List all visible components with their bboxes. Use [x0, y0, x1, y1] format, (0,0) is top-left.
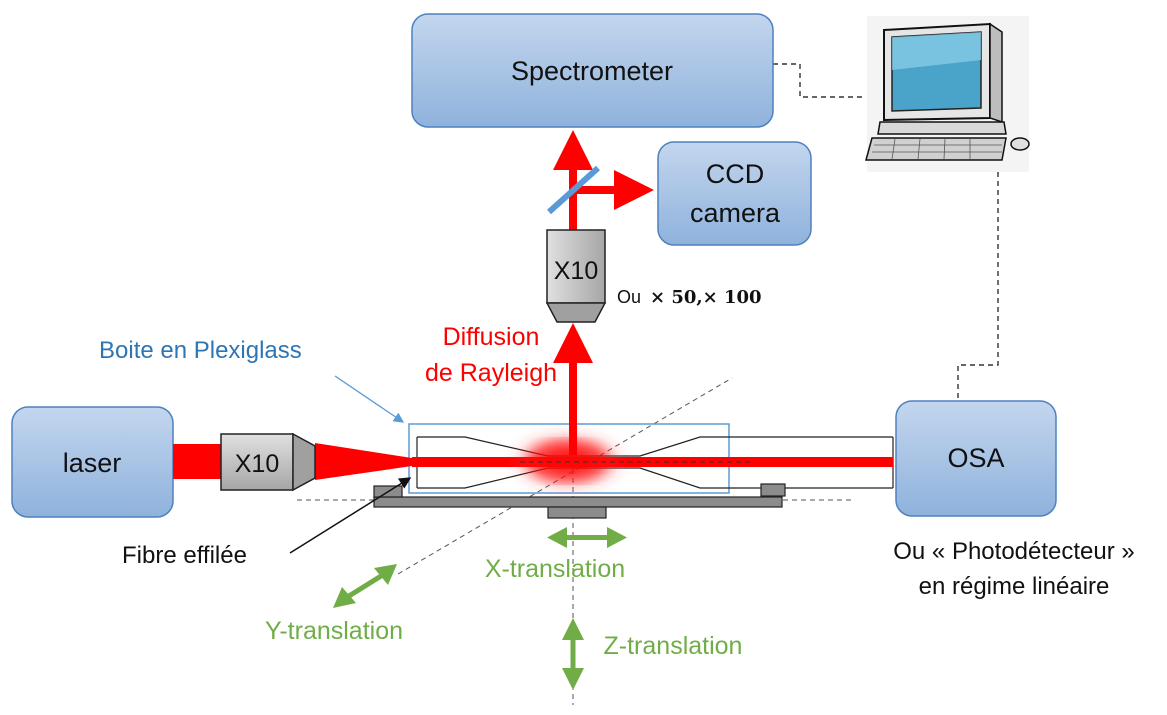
laser-label: laser	[63, 448, 122, 478]
input-objective: X10	[220, 432, 316, 492]
ccd-camera-box: CCD camera	[657, 141, 812, 246]
computer-connections	[773, 63, 999, 402]
osa-alt-label-line2: en régime linéaire	[919, 573, 1110, 600]
rayleigh-label-line2: de Rayleigh	[425, 359, 557, 387]
laser-beam	[173, 443, 893, 480]
tapered-fiber-pointer	[289, 477, 412, 554]
output-objective: X10	[545, 229, 607, 323]
z-translation-arrow	[562, 618, 584, 690]
alternatives-prefix: Ou	[617, 287, 641, 307]
spectrometer-label: Spectrometer	[511, 56, 673, 86]
ccd-label-line1: CCD	[706, 159, 765, 189]
laser-box: laser	[11, 406, 174, 518]
tapered-fiber-label: Fibre effilée	[122, 542, 247, 569]
z-translation-label: Z-translation	[604, 632, 743, 660]
translation-arrows	[333, 527, 627, 690]
input-objective-label: X10	[235, 450, 279, 478]
y-translation-label: Y-translation	[265, 617, 403, 645]
computer-icon	[865, 16, 1030, 172]
output-objective-label: X10	[554, 257, 598, 285]
y-translation-arrow	[333, 564, 397, 608]
osa-box: OSA	[895, 400, 1057, 517]
spectrometer-computer-link	[773, 63, 865, 98]
plexiglass-pointer	[334, 375, 405, 423]
osa-alt-label-line1: Ou « Photodétecteur »	[893, 538, 1135, 565]
osa-label: OSA	[947, 443, 1004, 473]
spectrometer-box: Spectrometer	[411, 13, 774, 128]
objective-alternatives: Ou × 50,× 100	[617, 287, 762, 308]
x-translation-arrow	[547, 527, 627, 548]
rayleigh-glow	[510, 431, 626, 491]
x-translation-label: X-translation	[485, 555, 625, 583]
alternatives-values: × 50,× 100	[650, 287, 762, 308]
ccd-label-line2: camera	[690, 198, 781, 228]
osa-computer-link	[957, 172, 999, 402]
rayleigh-label-line1: Diffusion	[443, 323, 540, 351]
beam-splitter-mirror	[546, 165, 601, 215]
plexiglass-label: Boite en Plexiglass	[99, 337, 302, 364]
